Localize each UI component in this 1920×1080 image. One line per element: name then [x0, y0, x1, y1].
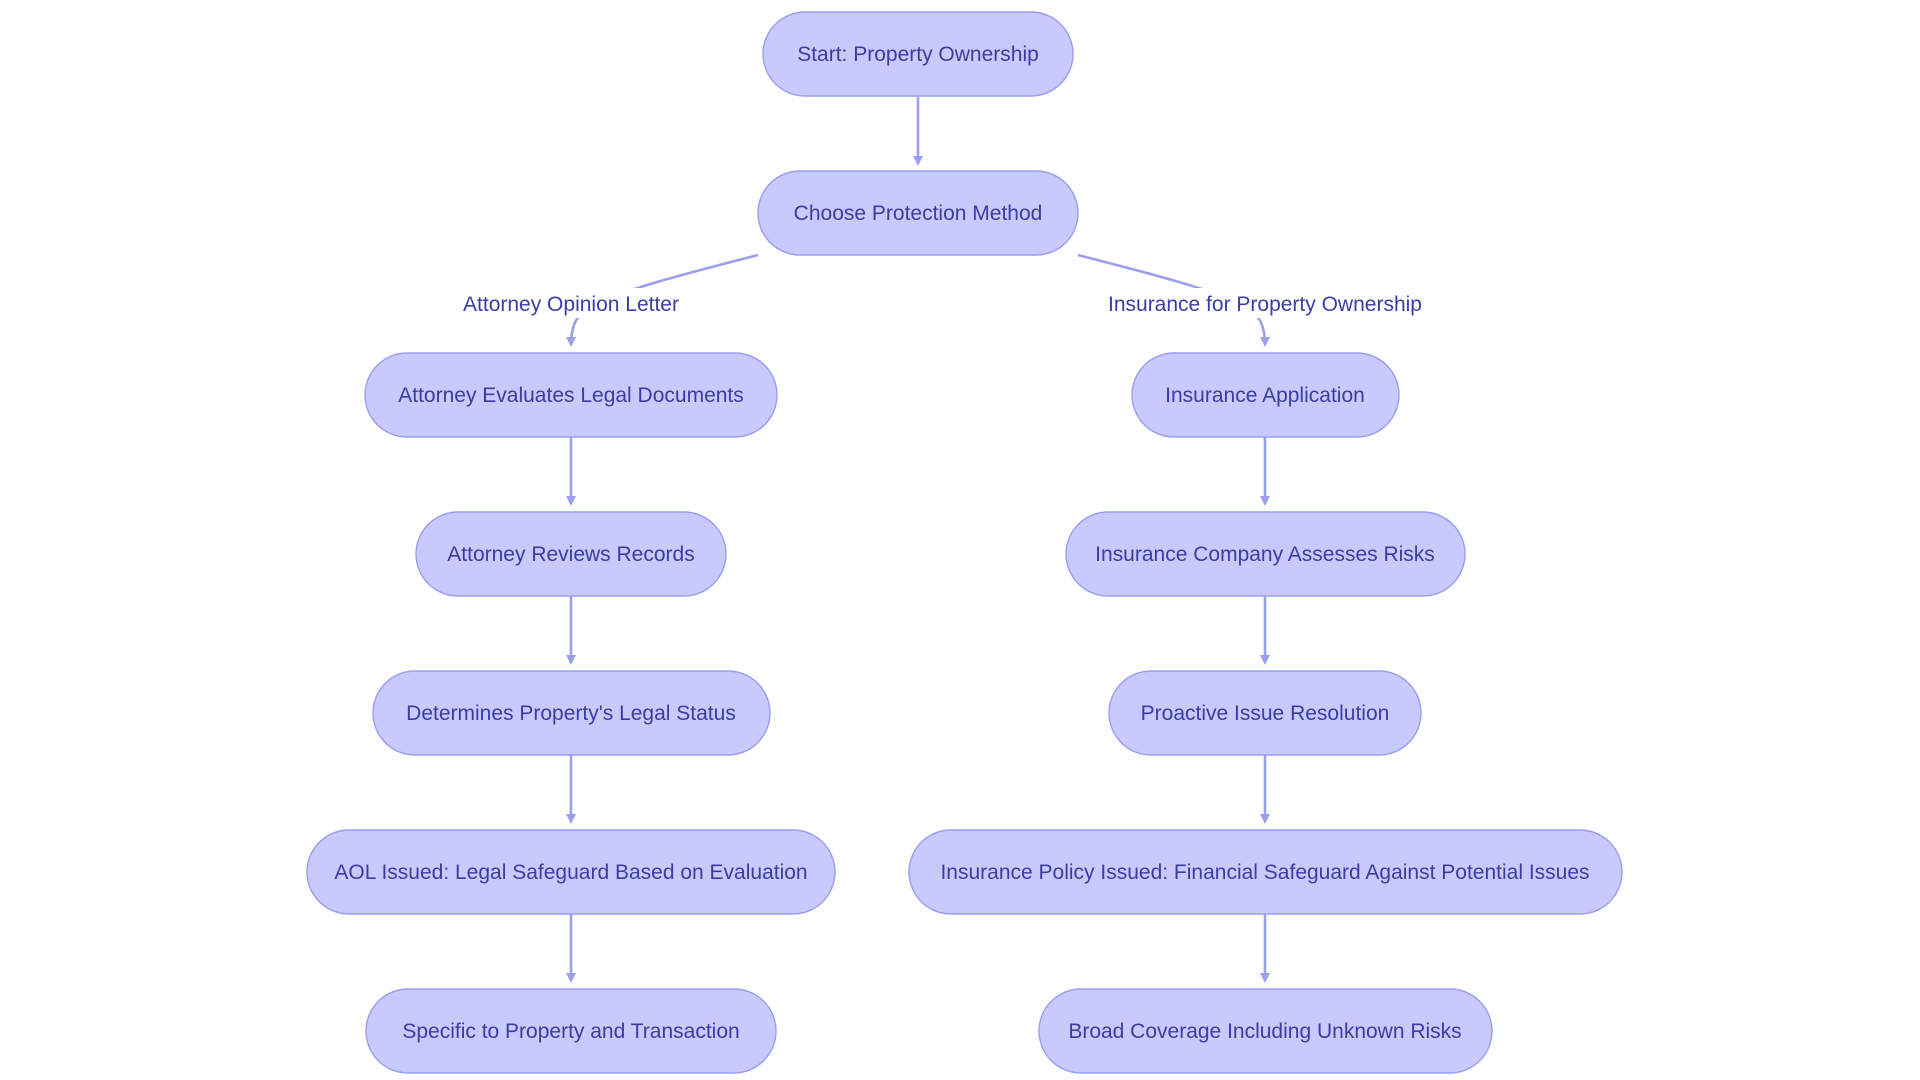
node-insurance-assesses[interactable]: Insurance Company Assesses Risks: [1065, 511, 1466, 597]
nodes: Start: Property Ownership Choose Protect…: [306, 11, 1623, 1074]
node-specific-to-property[interactable]: Specific to Property and Transaction: [365, 988, 777, 1074]
node-broad-coverage-shape: [1038, 988, 1493, 1074]
node-attorney-reviews-shape: [415, 511, 727, 597]
node-insurance-application-shape: [1131, 352, 1400, 438]
node-start-shape: [762, 11, 1074, 97]
node-attorney-reviews[interactable]: Attorney Reviews Records: [415, 511, 727, 597]
node-choose-shape: [757, 170, 1079, 256]
node-insurance-assesses-label: Insurance Company Assesses Risks: [1095, 543, 1435, 566]
edge-label-bg-insurance: [1104, 288, 1426, 318]
node-attorney-evaluates[interactable]: Attorney Evaluates Legal Documents: [364, 352, 778, 438]
node-attorney-reviews-label: Attorney Reviews Records: [447, 543, 694, 566]
node-start-label: Start: Property Ownership: [797, 43, 1039, 66]
edge-labels: Attorney Opinion Letter Insurance for Pr…: [455, 288, 1426, 318]
node-policy-issued-label: Insurance Policy Issued: Financial Safeg…: [940, 861, 1589, 884]
node-insurance-application-label: Insurance Application: [1165, 384, 1365, 407]
node-proactive-resolution[interactable]: Proactive Issue Resolution: [1108, 670, 1422, 756]
node-choose-protection-method[interactable]: Choose Protection Method: [757, 170, 1079, 256]
edge-label-attorney-opinion-letter: Attorney Opinion Letter: [463, 293, 679, 316]
edge-label-bg-attorney: [455, 288, 687, 318]
node-determines-status[interactable]: Determines Property's Legal Status: [372, 670, 771, 756]
node-choose-label: Choose Protection Method: [794, 202, 1043, 225]
node-aol-issued-label: AOL Issued: Legal Safeguard Based on Eva…: [334, 861, 807, 884]
node-specific-shape: [365, 988, 777, 1074]
node-start[interactable]: Start: Property Ownership: [762, 11, 1074, 97]
node-attorney-evaluates-shape: [364, 352, 778, 438]
node-insurance-assesses-shape: [1065, 511, 1466, 597]
node-proactive-shape: [1108, 670, 1422, 756]
node-broad-coverage-label: Broad Coverage Including Unknown Risks: [1068, 1020, 1461, 1043]
node-determines-status-label: Determines Property's Legal Status: [406, 702, 736, 725]
node-broad-coverage[interactable]: Broad Coverage Including Unknown Risks: [1038, 988, 1493, 1074]
node-policy-issued[interactable]: Insurance Policy Issued: Financial Safeg…: [908, 829, 1623, 915]
node-aol-issued-shape: [306, 829, 836, 915]
node-aol-issued[interactable]: AOL Issued: Legal Safeguard Based on Eva…: [306, 829, 836, 915]
node-specific-label: Specific to Property and Transaction: [402, 1020, 739, 1043]
node-attorney-evaluates-label: Attorney Evaluates Legal Documents: [398, 384, 744, 407]
edge-label-insurance-for-property-ownership: Insurance for Property Ownership: [1108, 293, 1422, 316]
node-proactive-label: Proactive Issue Resolution: [1141, 702, 1390, 725]
node-insurance-application[interactable]: Insurance Application: [1131, 352, 1400, 438]
node-policy-issued-shape: [908, 829, 1623, 915]
node-determines-status-shape: [372, 670, 771, 756]
